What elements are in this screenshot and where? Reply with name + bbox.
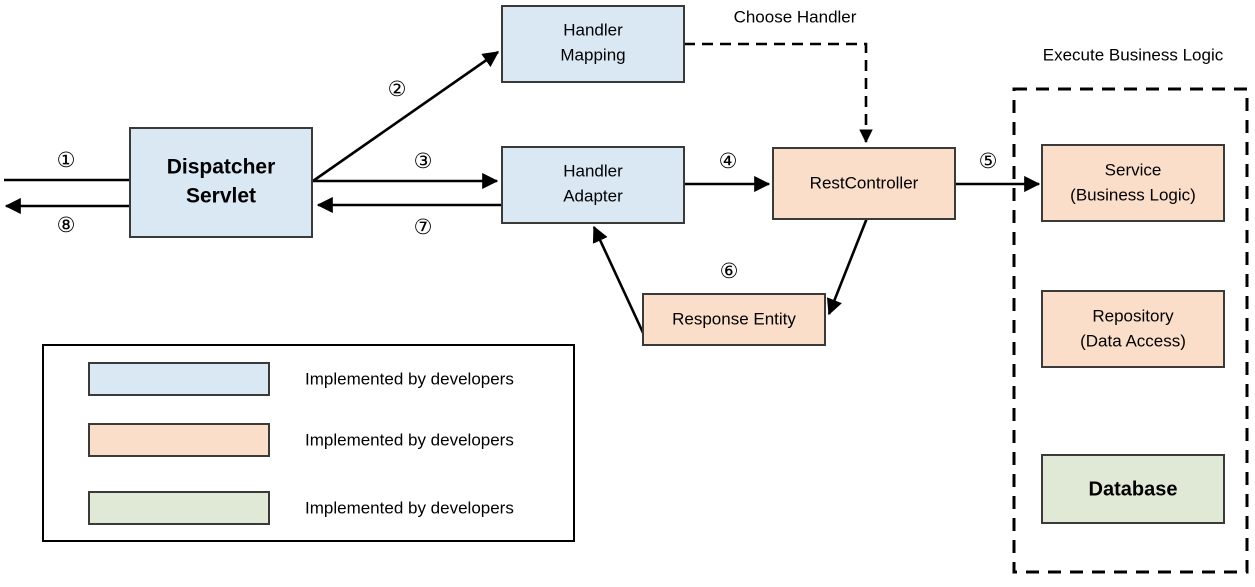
edge-6-response-entity-to-handler-adapter — [592, 225, 647, 338]
execute-business-logic-label: Execute Business Logic — [1043, 45, 1224, 64]
dispatcher-servlet-label-line2: Servlet — [186, 185, 256, 208]
edge-2-to-handler-mapping — [312, 50, 500, 183]
step-number-7: ⑦ — [414, 215, 433, 239]
legend-label-green: Implemented by developers — [305, 498, 514, 517]
legend-swatch-green — [88, 491, 270, 525]
legend-swatch-blue — [88, 362, 270, 396]
choose-handler-label: Choose Handler — [734, 7, 857, 26]
step-number-2: ② — [388, 77, 407, 101]
node-service[interactable]: Service (Business Logic) — [1041, 144, 1225, 222]
step-number-3: ③ — [414, 149, 433, 173]
node-handler-adapter[interactable]: Handler Adapter — [501, 146, 685, 224]
legend-swatch-orange — [88, 423, 270, 457]
legend-label-orange: Implemented by developers — [305, 430, 514, 449]
edge-choose-handler-dashed — [684, 42, 873, 144]
handler-mapping-label-line1: Handler — [563, 20, 623, 39]
repository-label-line2: (Data Access) — [1080, 331, 1186, 350]
node-response-entity[interactable]: Response Entity — [642, 293, 826, 346]
node-dispatcher-servlet[interactable]: Dispatcher Servlet — [129, 127, 313, 238]
step-number-4: ④ — [719, 149, 738, 173]
legend-label-blue: Implemented by developers — [305, 369, 514, 388]
handler-adapter-label-line2: Adapter — [563, 186, 623, 205]
service-label-line2: (Business Logic) — [1070, 185, 1196, 204]
legend-item-green: Implemented by developers — [88, 491, 514, 525]
legend-item-blue: Implemented by developers — [88, 362, 514, 396]
handler-adapter-label-line1: Handler — [563, 161, 623, 180]
step-number-6: ⑥ — [720, 259, 739, 283]
rest-controller-label: RestController — [810, 173, 919, 192]
repository-label-line1: Repository — [1092, 306, 1174, 325]
step-number-1: ① — [57, 148, 76, 172]
dispatcher-servlet-label-line1: Dispatcher — [167, 156, 276, 179]
response-entity-label: Response Entity — [672, 309, 796, 328]
legend: Implemented by developers Implemented by… — [42, 344, 575, 542]
handler-mapping-label-line2: Mapping — [560, 45, 625, 64]
step-number-5: ⑤ — [979, 149, 998, 173]
step-number-8: ⑧ — [57, 213, 76, 237]
service-label-line1: Service — [1105, 160, 1162, 179]
node-handler-mapping[interactable]: Handler Mapping — [501, 5, 685, 83]
legend-item-orange: Implemented by developers — [88, 423, 514, 457]
database-label: Database — [1089, 478, 1178, 500]
node-database[interactable]: Database — [1041, 454, 1225, 524]
node-repository[interactable]: Repository (Data Access) — [1041, 290, 1225, 368]
node-rest-controller[interactable]: RestController — [772, 147, 956, 220]
execute-business-logic-container — [1012, 87, 1249, 574]
edge-rest-controller-to-response-entity — [826, 217, 869, 316]
